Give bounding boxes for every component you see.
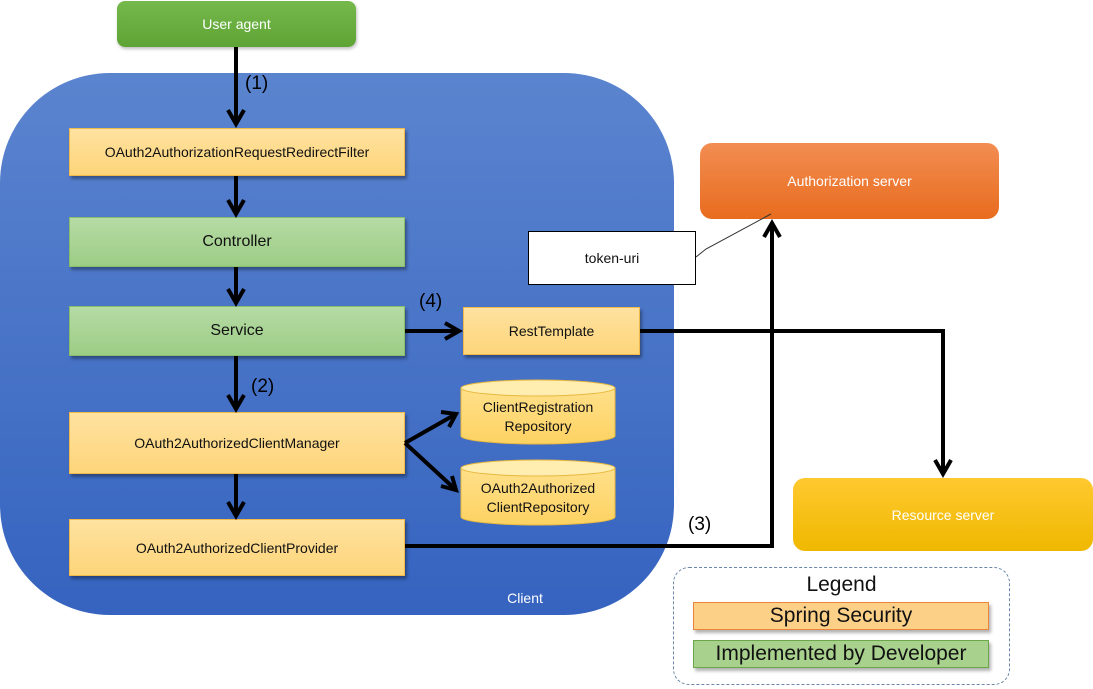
redirect-filter-node[interactable]: OAuth2AuthorizationRequestRedirectFilter bbox=[69, 128, 405, 176]
arrowhead bbox=[933, 459, 953, 479]
legend-item-label: Implemented by Developer bbox=[715, 642, 967, 665]
client-manager-node[interactable]: OAuth2AuthorizedClientManager bbox=[69, 412, 405, 474]
repo-label-line1: OAuth2Authorized bbox=[480, 480, 596, 496]
step-1-label: (1) bbox=[245, 73, 269, 94]
controller-node[interactable]: Controller bbox=[69, 217, 405, 267]
step-3-label: (3) bbox=[688, 514, 712, 535]
service-node[interactable]: Service bbox=[69, 306, 405, 356]
user-agent-label: User agent bbox=[202, 16, 271, 32]
client-provider-label: OAuth2AuthorizedClientProvider bbox=[135, 539, 339, 556]
repo-label-line2: ClientRepository bbox=[486, 499, 590, 515]
resource-server-node[interactable]: Resource server bbox=[793, 478, 1093, 551]
client-registration-repository-label: ClientRegistration Repository bbox=[461, 398, 615, 436]
authorization-server-label: Authorization server bbox=[787, 173, 912, 189]
rest-template-label: RestTemplate bbox=[508, 323, 595, 339]
redirect-filter-label: OAuth2AuthorizationRequestRedirectFilter bbox=[104, 144, 370, 160]
repo-label-line1: ClientRegistration bbox=[482, 399, 594, 415]
arrow-resttemplate-resourceserver bbox=[640, 329, 945, 474]
legend-item-implemented-by-developer: Implemented by Developer bbox=[693, 640, 989, 668]
resource-server-label: Resource server bbox=[891, 506, 995, 523]
step-4-label: (4) bbox=[419, 291, 443, 312]
legend-item-label: Spring Security bbox=[769, 604, 913, 627]
legend-title: Legend bbox=[806, 573, 877, 596]
service-label: Service bbox=[210, 322, 264, 339]
controller-label: Controller bbox=[202, 233, 272, 250]
token-uri-note: token-uri bbox=[528, 231, 696, 285]
token-uri-callout-line bbox=[695, 213, 772, 258]
client-label: Client bbox=[507, 590, 543, 606]
token-uri-label: token-uri bbox=[584, 250, 640, 266]
authorization-server-node[interactable]: Authorization server bbox=[700, 143, 999, 219]
arrowhead bbox=[762, 218, 782, 238]
legend-item-spring-security: Spring Security bbox=[693, 602, 989, 630]
repo-label-line2: Repository bbox=[504, 418, 572, 434]
client-provider-node[interactable]: OAuth2AuthorizedClientProvider bbox=[69, 519, 405, 576]
step-2-label: (2) bbox=[251, 376, 275, 397]
authorized-client-repository-label: OAuth2Authorized ClientRepository bbox=[461, 479, 615, 517]
rest-template-node[interactable]: RestTemplate bbox=[463, 307, 640, 355]
legend-box bbox=[673, 567, 1010, 685]
user-agent-node[interactable]: User agent bbox=[117, 1, 356, 47]
client-manager-label: OAuth2AuthorizedClientManager bbox=[134, 435, 340, 451]
